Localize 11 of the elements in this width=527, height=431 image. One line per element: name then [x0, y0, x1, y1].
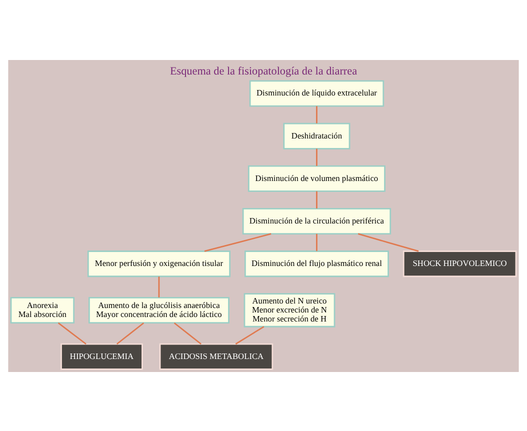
diagram-title: Esquema de la fisiopatología de la diarrea — [170, 65, 358, 78]
connector — [116, 322, 144, 344]
connector — [204, 232, 272, 252]
connector — [316, 190, 318, 208]
connector — [316, 233, 318, 251]
connector — [358, 232, 419, 252]
connector — [174, 322, 202, 344]
connector — [316, 148, 318, 166]
connector — [58, 322, 86, 344]
connector — [316, 106, 318, 123]
connector — [158, 276, 160, 297]
